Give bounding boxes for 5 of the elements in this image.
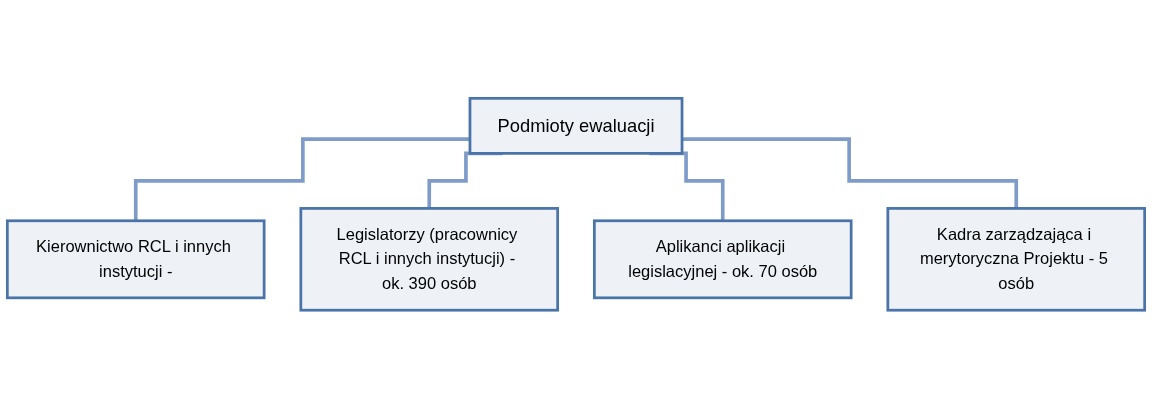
- node-box: Podmioty ewaluacji: [468, 97, 684, 155]
- node-box: Aplikanci aplikacji legislacyjnej - ok. 70 osób: [592, 219, 853, 300]
- node-box: Kadra zarządzająca i merytoryczna Projektu - 5 osób: [886, 207, 1147, 312]
- node-box: Legislatorzy (pracownicy RCL i innych instytucji) - ok. 390 osób: [299, 207, 560, 312]
- node-box: Kierownictwo RCL i innych instytucji -: [5, 219, 266, 300]
